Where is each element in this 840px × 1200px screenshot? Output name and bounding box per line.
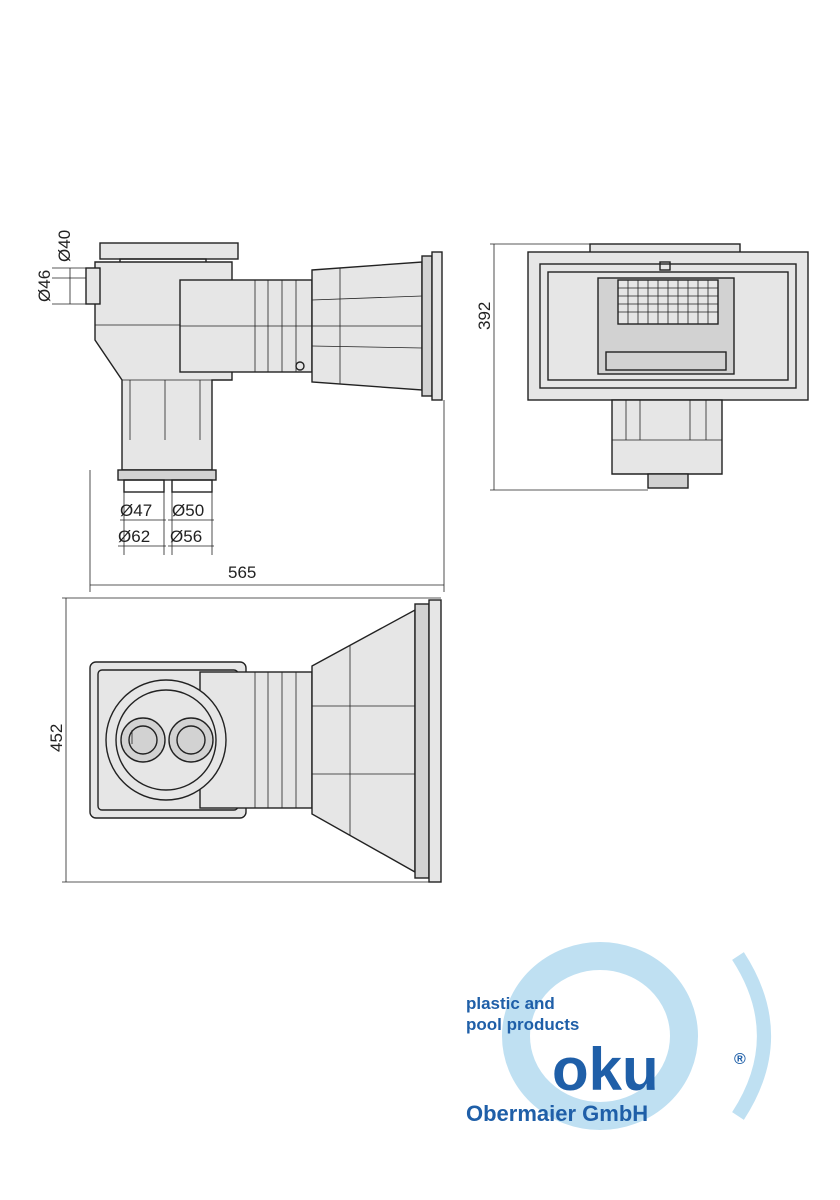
registered-mark: ®	[734, 1051, 746, 1068]
dim-452-label: 452	[47, 724, 66, 752]
side-port	[85, 267, 101, 305]
top-outlet-right-inner	[176, 725, 206, 755]
dim-d62-label: Ø62	[118, 527, 150, 546]
top-round-body	[105, 679, 227, 801]
top-view	[62, 597, 442, 883]
top-outlet-left-inner	[128, 725, 158, 755]
tagline-line2: pool products	[466, 1015, 579, 1034]
front-basket	[617, 279, 719, 325]
company-name: Obermaier GmbH	[466, 1101, 648, 1126]
front-view	[490, 243, 809, 491]
dim-565-label: 565	[228, 563, 256, 582]
dim-d40-label: Ø40	[55, 230, 74, 262]
side-outlet-right	[171, 479, 213, 493]
top-mouth	[311, 608, 416, 874]
oku-logo: plastic and pool products oku ® Obermaie…	[466, 942, 771, 1130]
side-top-rim	[99, 242, 239, 260]
logo-arc	[732, 952, 771, 1120]
top-outlet-right	[168, 717, 214, 763]
top-faceplate-inner	[414, 603, 430, 879]
front-clip	[659, 261, 671, 271]
side-faceplate	[431, 251, 443, 401]
side-bottom-ring	[117, 469, 217, 481]
side-outlet-left	[123, 479, 165, 493]
dim-d46-label: Ø46	[35, 270, 54, 302]
front-outlet	[647, 473, 689, 489]
front-lower-body	[611, 399, 723, 475]
top-round-inner	[115, 689, 217, 791]
top-faceplate	[428, 599, 442, 883]
dim-d50-label: Ø50	[172, 501, 204, 520]
dim-d56-label: Ø56	[170, 527, 202, 546]
front-opening	[547, 271, 789, 381]
side-screw	[295, 361, 305, 371]
front-faceplate-inner	[539, 263, 797, 389]
dim-392-label: 392	[475, 302, 494, 330]
front-weir-lip	[605, 351, 727, 371]
dim-d47-label: Ø47	[120, 501, 152, 520]
tagline-line1: plastic and	[466, 994, 555, 1013]
logo-wordmark: oku	[552, 1036, 659, 1103]
logo-ring	[502, 942, 698, 1130]
side-faceplate-inner	[421, 255, 433, 397]
top-outlet-left	[120, 717, 166, 763]
side-view	[52, 242, 445, 592]
